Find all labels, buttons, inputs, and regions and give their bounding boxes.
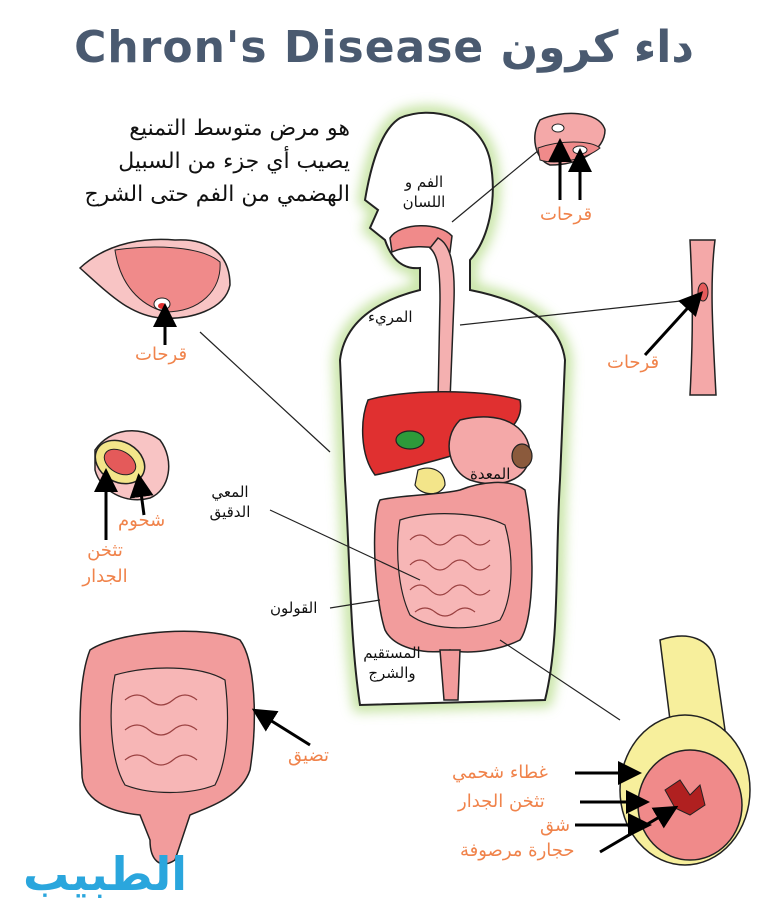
spleen-shape — [511, 443, 533, 469]
callout-fissure: شق — [540, 815, 571, 836]
inset-intestine-section — [94, 429, 170, 540]
callout-cobblestone: حجارة مرصوفة — [460, 840, 575, 861]
inset-mouth-ulcers — [534, 112, 606, 200]
callout-ulcers-esophagus: قرحات — [607, 352, 660, 373]
label-stomach: المعدة — [470, 465, 511, 483]
description-line: يصيب أي جزء من السبيل — [118, 149, 350, 174]
page-title: Chron's Disease داء كرون — [74, 22, 694, 73]
stomach-shape — [448, 416, 531, 485]
label-rectum: المستقيم والشرج — [363, 644, 421, 682]
callout-ulcers-mouth: قرحات — [540, 204, 593, 225]
inset-esophagus-ulcer — [643, 239, 717, 396]
rectum-shape — [439, 649, 461, 701]
small-intestine-shape — [397, 513, 512, 629]
callout-wall-thickening-2: تثخن الجدار — [458, 791, 545, 812]
callout-fissures: شحوم — [118, 510, 166, 531]
inset-colon-stricture — [79, 630, 311, 865]
description-line: الهضمي من الفم حتى الشرج — [84, 182, 350, 207]
gallbladder-shape — [395, 430, 425, 450]
description-line: هو مرض متوسط التمنيع — [129, 116, 350, 141]
inset-rectum-section — [575, 635, 751, 866]
description: هو مرض متوسط التمنيع يصيب أي جزء من السب… — [20, 112, 350, 211]
callout-stricture: تضيق — [288, 745, 330, 766]
inset-stomach-ulcer — [78, 238, 231, 345]
label-esophagus: المريء — [368, 308, 413, 326]
callout-fat-wrapping: غطاء شحمي — [452, 762, 548, 783]
callout-ulcers-stomach: قرحات — [135, 344, 188, 365]
label-colon: القولون — [270, 599, 318, 617]
label-small-intestine: المعي الدقيق — [209, 483, 251, 521]
brand-logo: الطبيب — [23, 847, 187, 901]
callout-wall-thickening: تثخن الجدار — [82, 540, 128, 587]
label-mouth: الفم و اللسان — [402, 173, 446, 211]
pancreas-shape — [414, 467, 446, 495]
svg-text:الطبيب: الطبيب — [23, 847, 187, 901]
